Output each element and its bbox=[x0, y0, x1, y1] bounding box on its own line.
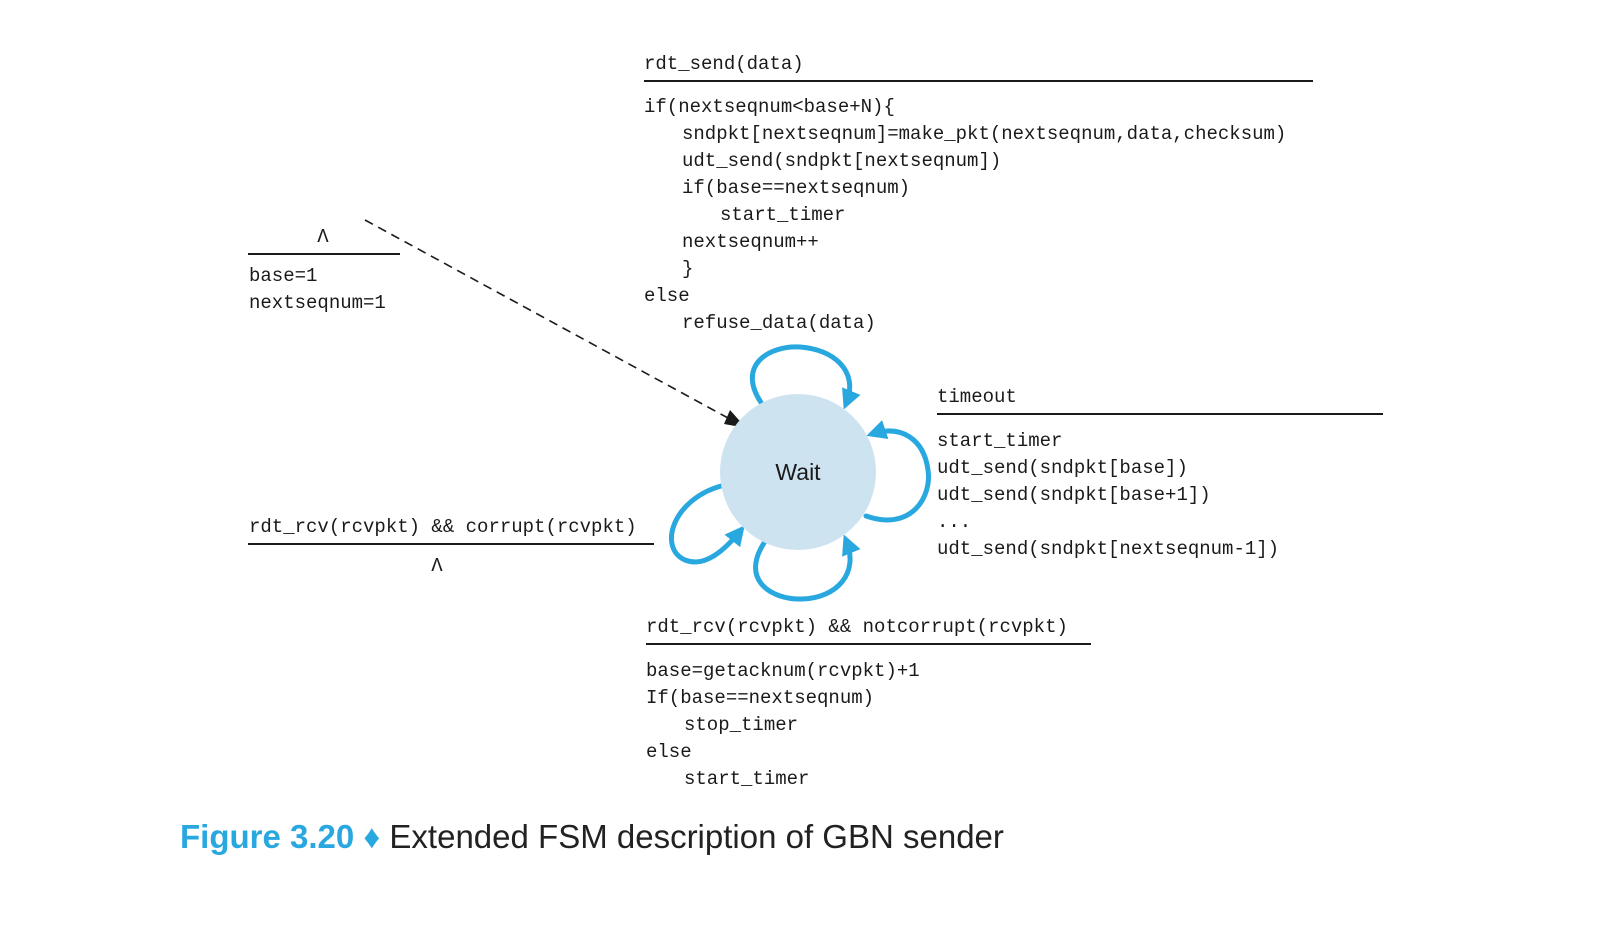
figure-caption: Figure 3.20 ♦ Extended FSM description o… bbox=[180, 818, 1004, 856]
timeout-action-line: ... bbox=[937, 511, 971, 533]
send-action-line: } bbox=[682, 258, 693, 280]
timeout-action-line: start_timer bbox=[937, 430, 1062, 452]
self-loop-right bbox=[863, 420, 931, 523]
corrupt-event: rdt_rcv(rcvpkt) && corrupt(rcvpkt) bbox=[249, 516, 637, 538]
send-action-line: sndpkt[nextseqnum]=make_pkt(nextseqnum,d… bbox=[682, 123, 1286, 145]
wait-state-circle bbox=[720, 394, 876, 550]
self-loop-left bbox=[668, 483, 745, 565]
notcorrupt-action-line: If(base==nextseqnum) bbox=[646, 687, 874, 709]
corrupt-action-lambda: Λ bbox=[431, 555, 443, 577]
send-action-line: refuse_data(data) bbox=[682, 312, 876, 334]
initial-transition-arrow bbox=[364, 219, 729, 419]
notcorrupt-action-line: start_timer bbox=[684, 768, 809, 790]
send-action-line: else bbox=[644, 285, 690, 307]
timeout-event: timeout bbox=[937, 386, 1017, 408]
notcorrupt-action-line: else bbox=[646, 741, 692, 763]
caption-text: Extended FSM description of GBN sender bbox=[389, 818, 1004, 855]
notcorrupt-action-line: stop_timer bbox=[684, 714, 798, 736]
notcorrupt-action-line: base=getacknum(rcvpkt)+1 bbox=[646, 660, 920, 682]
send-action-line: udt_send(sndpkt[nextseqnum]) bbox=[682, 150, 1001, 172]
timeout-action-line: udt_send(sndpkt[nextseqnum-1]) bbox=[937, 538, 1279, 560]
send-event: rdt_send(data) bbox=[644, 53, 804, 75]
self-loop-top bbox=[749, 344, 861, 410]
self-loop-bottom bbox=[753, 534, 861, 602]
init-action-1: base=1 bbox=[249, 265, 317, 287]
wait-state-label: Wait bbox=[775, 459, 821, 485]
send-action-line: if(base==nextseqnum) bbox=[682, 177, 910, 199]
init-event-lambda: Λ bbox=[317, 226, 329, 248]
send-action-line: if(nextseqnum<base+N){ bbox=[644, 96, 895, 118]
send-action-line: start_timer bbox=[720, 204, 845, 226]
timeout-action-line: udt_send(sndpkt[base]) bbox=[937, 457, 1188, 479]
init-action-2: nextseqnum=1 bbox=[249, 292, 386, 314]
timeout-action-line: udt_send(sndpkt[base+1]) bbox=[937, 484, 1211, 506]
figure-number: Figure 3.20 bbox=[180, 818, 355, 855]
notcorrupt-event: rdt_rcv(rcvpkt) && notcorrupt(rcvpkt) bbox=[646, 616, 1068, 638]
send-action-line: nextseqnum++ bbox=[682, 231, 819, 253]
caption-separator: ♦ bbox=[363, 818, 381, 855]
